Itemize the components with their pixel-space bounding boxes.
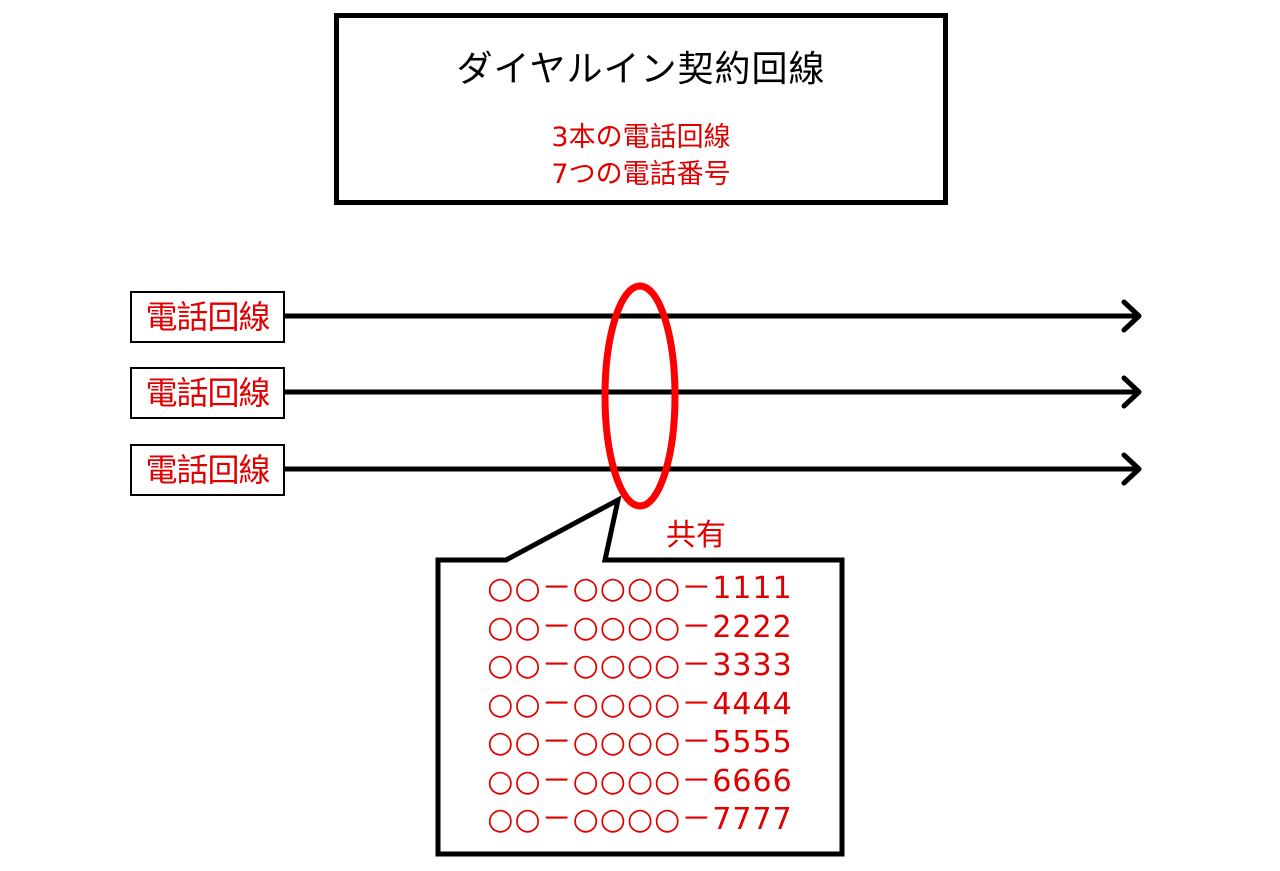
phone-number-item: ○○－○○○○－1111 [487,571,793,606]
shared-label: 共有 [666,518,726,553]
phone-number-item: ○○－○○○○－6666 [487,763,793,799]
phone-number-list: ○○－○○○○－1111 ○○－○○○○－2222 ○○－○○○○－3333 ○… [440,570,840,840]
phone-number-item: ○○－○○○○－2222 [487,609,793,645]
title-box: ダイヤルイン契約回線 3本の電話回線 7つの電話番号 [334,13,948,205]
phone-line-label-2: 電話回線 [130,367,285,419]
numbers-summary: 7つの電話番号 [551,159,731,190]
phone-number-item: ○○－○○○○－3333 [487,648,793,683]
phone-number-item: ○○－○○○○－5555 [487,725,793,760]
phone-line-arrow-3 [282,452,1142,486]
phone-line-arrow-1 [282,299,1142,333]
phone-number-item: ○○－○○○○－7777 [487,802,793,837]
phone-line-label-3: 電話回線 [130,444,285,496]
phone-line-arrow-2 [282,375,1142,409]
callout-box [435,495,845,857]
phone-line-label-1: 電話回線 [130,291,285,343]
diagram-title: ダイヤルイン契約回線 [456,49,826,90]
shared-group-ellipse [601,282,679,510]
phone-number-item: ○○－○○○○－4444 [487,686,793,722]
lines-summary: 3本の電話回線 [551,122,731,153]
